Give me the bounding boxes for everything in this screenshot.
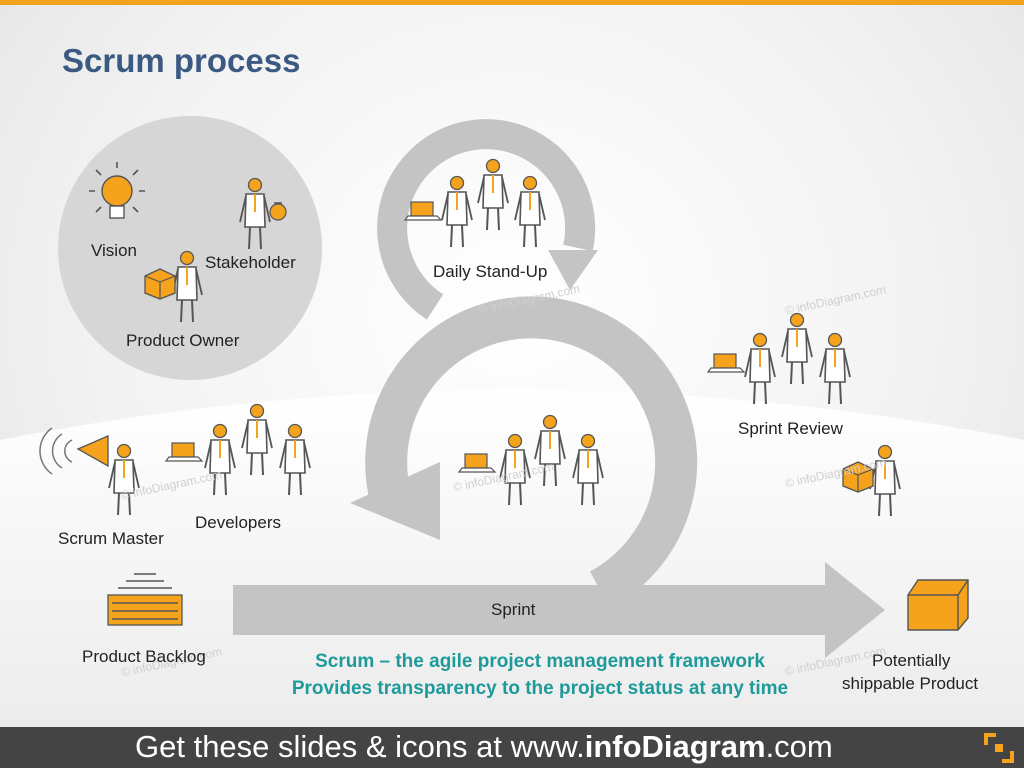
top-accent-bar [0, 0, 1024, 5]
shippable-label-line2: shippable Product [842, 674, 979, 693]
review-laptop-icon [707, 353, 745, 373]
background-hill [0, 390, 1024, 727]
sprint-loop [365, 296, 698, 609]
sprint-arrow [233, 562, 885, 658]
megaphone-icon [39, 427, 109, 475]
standup-person-icon [514, 175, 546, 248]
lightbulb-icon [89, 162, 145, 219]
sprint-loop-arrowhead [350, 462, 440, 540]
daily-loop [377, 119, 596, 320]
developers-label: Developers [195, 513, 281, 532]
footer-text[interactable]: Get these slides & icons at www.infoDiag… [135, 729, 833, 765]
product-owner-box-icon [144, 268, 176, 300]
review-person-icon [781, 312, 813, 385]
footer-brand: infoDiagram [584, 729, 766, 764]
standup-person-icon [441, 175, 473, 248]
review-person-icon [819, 332, 851, 405]
stakeholder-label: Stakeholder [205, 253, 296, 272]
tagline-line2: Provides transparency to the project sta… [291, 678, 789, 699]
money-bag-icon [269, 202, 287, 221]
footer-prefix: Get these slides & icons at www. [135, 729, 585, 764]
product-backlog-label: Product Backlog [82, 647, 206, 666]
infodiagram-logo-icon [984, 733, 1014, 763]
backlog-stack-icon [107, 573, 183, 626]
daily-standup-label: Daily Stand-Up [433, 262, 548, 281]
sprint-label: Sprint [491, 600, 536, 619]
scrum-master-label: Scrum Master [58, 529, 164, 548]
sprint-review-label: Sprint Review [738, 419, 843, 438]
page-title: Scrum process [62, 42, 301, 79]
product-owner-label: Product Owner [126, 331, 240, 350]
standup-person-icon [477, 158, 509, 231]
shippable-label-line1: Potentially [872, 651, 951, 670]
shippable-box-icon [907, 579, 969, 631]
footer-suffix: .com [765, 729, 833, 764]
daily-loop-arrowhead [548, 250, 598, 290]
footer-bar: Get these slides & icons at www.infoDiag… [0, 727, 1024, 768]
tagline-line1: Scrum – the agile project management fra… [315, 651, 765, 672]
vision-label: Vision [91, 241, 137, 260]
review-person-icon [744, 332, 776, 405]
